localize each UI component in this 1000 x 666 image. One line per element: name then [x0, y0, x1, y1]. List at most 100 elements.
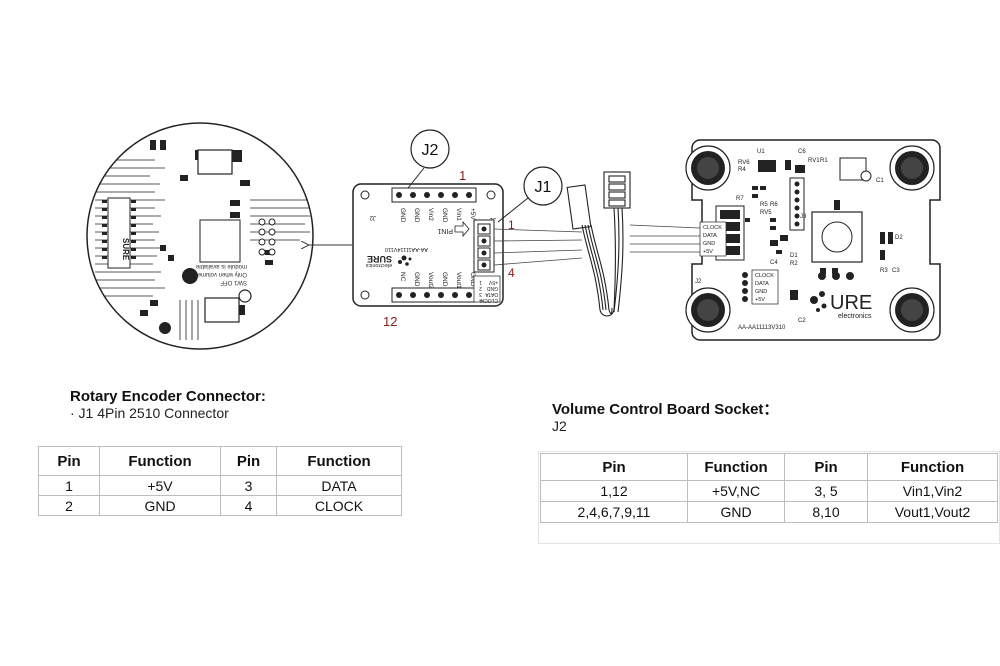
encoder-wires: [629, 224, 701, 253]
svg-text:GND: GND: [703, 241, 715, 247]
svg-text:GND: GND: [399, 208, 406, 223]
table-cell: Vin1,Vin2: [867, 480, 998, 502]
table-cell: 2,4,6,7,9,11: [540, 501, 688, 523]
svg-text:R4: R4: [738, 167, 746, 173]
svg-text:Vin2: Vin2: [427, 208, 434, 221]
pin-12-label: 12: [383, 314, 397, 329]
encoder-connector: [715, 205, 745, 261]
table-cell: 3: [220, 475, 277, 496]
svg-text:R6: R6: [770, 202, 778, 208]
encoder-signal-labels-lower: CLOCK DATA GND +5V: [755, 273, 774, 303]
encoder-logo-icon: [810, 291, 827, 312]
callout-j1: J1: [497, 166, 563, 223]
table-cell: CLOCK: [276, 495, 402, 516]
callout-j2: J2: [407, 129, 450, 189]
svg-text:D1: D1: [790, 253, 798, 259]
table-cell: +5V: [99, 475, 221, 496]
svg-text:C4: C4: [770, 260, 778, 266]
svg-text:GND: GND: [441, 208, 448, 223]
cable: [566, 171, 631, 317]
svg-text:GND: GND: [413, 272, 420, 287]
round-board: SURE SW1 OFF Only when volume module is …: [86, 122, 314, 350]
adapter-logo-icon: [398, 255, 412, 266]
round-board-notes: SW1 OFF Only when volume module is avail…: [195, 263, 247, 285]
pin1-arrow-icon: [454, 220, 470, 238]
svg-text:GND: GND: [441, 272, 448, 287]
table-header-row: Pin Function Pin Function: [38, 446, 402, 476]
svg-text:module is available: module is available: [195, 263, 247, 269]
svg-text:J3: J3: [800, 214, 807, 220]
table-cell: 8,10: [784, 501, 868, 523]
svg-text:D2: D2: [895, 235, 903, 241]
adapter-part-no: AA-AA11114V110: [385, 246, 428, 252]
adapter-top-header: [391, 187, 477, 203]
pin-1-top-label: 1: [459, 168, 466, 183]
encoder-part-no: AA-AA11113V310: [738, 325, 786, 331]
adapter-ref-j1: J1: [489, 216, 496, 222]
encoder-brand-sub: electronics: [838, 313, 872, 320]
svg-text:CLOCK: CLOCK: [480, 297, 498, 303]
svg-text:U1: U1: [757, 149, 765, 155]
svg-text:+5V: +5V: [488, 279, 498, 285]
table-cell: GND: [99, 495, 221, 516]
svg-text:+5V: +5V: [703, 249, 713, 255]
adapter-bottom-pin-labels: NC GND Vout2 GND Vout1 GND: [399, 272, 476, 289]
encoder-board: CLOCK DATA GND +5V CLOCK DATA GND +5V: [685, 139, 941, 341]
adapter-brand: SURE: [367, 254, 392, 264]
column-header: Pin: [784, 453, 868, 481]
encoder-signal-labels: CLOCK DATA GND +5V: [703, 225, 722, 255]
svg-text:R7: R7: [736, 196, 744, 202]
column-header: Function: [687, 453, 785, 481]
table-cell: 4: [220, 495, 277, 516]
svg-text:CLOCK: CLOCK: [703, 225, 722, 231]
table-header-row: Pin Function Pin Function: [540, 453, 998, 481]
rotary-section-title: Rotary Encoder Connector:: [70, 388, 266, 405]
svg-text:2: 2: [479, 285, 482, 291]
table-cell: DATA: [276, 475, 402, 496]
adapter-conn-pin-labels: 1 +5V 2 GND 3 DATA 4 CLOCK: [479, 279, 498, 303]
svg-text:RV1: RV1: [808, 158, 820, 164]
svg-text:GND: GND: [413, 208, 420, 223]
column-header: Pin: [540, 453, 688, 481]
svg-text:GND: GND: [469, 272, 476, 287]
svg-text:DATA: DATA: [755, 281, 769, 287]
column-header: Pin: [220, 446, 277, 476]
svg-text:CLOCK: CLOCK: [755, 273, 774, 279]
svg-text:Vout2: Vout2: [427, 272, 434, 289]
svg-text:+5V: +5V: [469, 208, 476, 220]
column-header: Function: [867, 453, 998, 481]
column-header: Function: [276, 446, 402, 476]
svg-text:C2: C2: [798, 318, 806, 324]
table-row: 1 +5V 3 DATA: [38, 475, 402, 496]
table-row: 2 GND 4 CLOCK: [38, 495, 402, 516]
svg-text:DATA: DATA: [485, 291, 498, 297]
svg-text:RV6: RV6: [738, 160, 750, 166]
svg-text:DATA: DATA: [703, 233, 717, 239]
table-cell: 3, 5: [784, 480, 868, 502]
svg-text:NC: NC: [399, 272, 406, 282]
adapter-wires: [493, 228, 583, 266]
svg-text:J2: J2: [422, 142, 439, 159]
column-header: Pin: [38, 446, 100, 476]
adapter-brand-sub: electronics: [365, 262, 392, 268]
column-header: Function: [99, 446, 221, 476]
round-board-brand: SURE: [121, 238, 130, 261]
svg-text:4: 4: [479, 297, 482, 303]
table-row: 1,12 +5V,NC 3, 5 Vin1,Vin2: [540, 480, 998, 502]
svg-text:J1: J1: [535, 179, 552, 196]
adapter-top-pin-labels: GND GND Vin2 GND Vin1 +5V: [399, 208, 476, 223]
table-cell: +5V,NC: [687, 480, 785, 502]
svg-text:3: 3: [479, 291, 482, 297]
svg-text:Only when volume: Only when volume: [197, 271, 247, 277]
volume-pin-table: Pin Function Pin Function 1,12 +5V,NC 3,…: [540, 453, 998, 523]
j1-pin-1-label: 1: [508, 218, 515, 232]
svg-text:+5V: +5V: [755, 297, 765, 303]
svg-text:R1: R1: [820, 158, 828, 164]
volume-section-title: Volume Control Board Socket：: [552, 401, 779, 418]
svg-text:RV5: RV5: [760, 210, 772, 216]
encoder-brand: URE: [830, 292, 872, 314]
svg-text:R3: R3: [880, 268, 888, 274]
svg-text:GND: GND: [755, 289, 767, 295]
svg-text:C6: C6: [798, 149, 806, 155]
